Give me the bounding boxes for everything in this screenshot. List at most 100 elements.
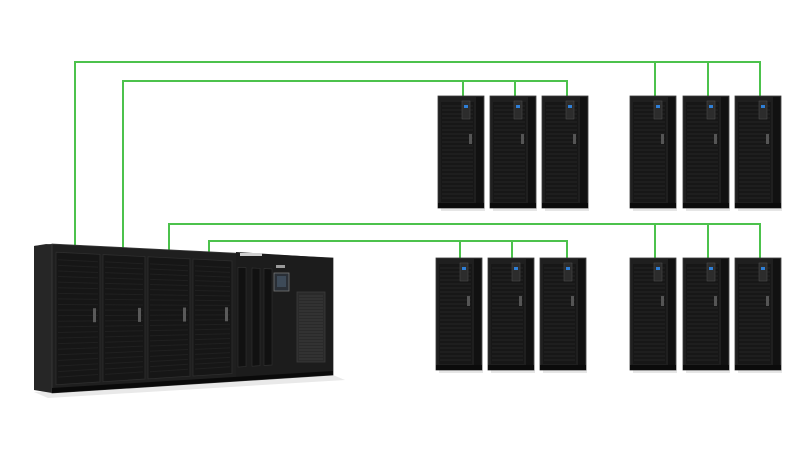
main-door-vent [104,366,144,370]
rack-side-panel [580,97,587,207]
rack-base [438,203,484,208]
rack-control-panel [563,262,573,282]
main-door-vent [194,328,231,331]
rack-shadow [545,208,589,211]
rack-status-led [761,267,765,270]
rack-control-panel [461,100,471,120]
main-door [102,254,146,383]
main-door-vent [57,325,99,328]
main-door-vent [149,329,189,332]
main-door-vent [104,330,144,333]
rack-base [735,365,781,370]
rack-cabinet [487,257,535,373]
main-door-vent [104,350,144,354]
rack-side-panel [721,97,728,207]
main-door-vent [194,275,231,278]
wire-upper-outer [74,61,761,248]
main-door-vent [104,288,144,291]
main-door-vent [149,349,189,352]
main-module-slot [237,266,247,368]
rack-shadow [491,370,535,373]
main-door-vent [104,282,144,285]
rack-control-panel [758,100,768,120]
main-display-screen [277,276,286,287]
rack-status-led [566,267,570,270]
rack-side-panel [668,97,675,207]
rack-door-handle [467,296,470,306]
main-door [192,258,233,377]
rack-cabinet [539,257,587,373]
main-door [55,251,101,386]
rack-shadow [738,208,782,211]
main-door-vent [57,287,99,290]
rack-cabinet [734,95,782,211]
rack-side-panel [773,97,780,207]
rack-status-led [709,105,713,108]
main-door-vent [149,283,189,287]
main-ups-cabinet [34,243,345,398]
rack-control-panel [758,262,768,282]
main-door-vent [57,276,99,279]
main-door-vent [104,272,144,275]
connection-wires [74,61,761,260]
rack-door-handle [661,296,664,306]
main-door-vent [149,263,189,267]
rack-base [488,365,534,370]
rack-control-panel [459,262,469,282]
rack-shadow [686,208,730,211]
main-top-light [240,253,262,256]
main-door-vent [57,368,99,373]
main-door-handle [93,308,96,323]
rack-shadow [686,370,730,373]
main-door-vent [104,335,144,338]
rack-door-handle [573,134,576,144]
main-base [52,371,333,393]
rack-cabinet [489,95,537,211]
main-door-vent [57,292,99,295]
rack-shadow [441,208,485,211]
main-door-vent [149,273,189,277]
rack-status-led [656,267,660,270]
rack-door-handle [521,134,524,144]
rack-side-panel [721,259,728,369]
rack-cabinet [629,257,677,373]
rack-base [540,365,586,370]
main-door-vent [194,333,231,336]
rack-side-panel [526,259,533,369]
rack-cabinet [435,257,483,373]
main-door-vent [104,277,144,280]
rack-cabinets [435,95,782,373]
main-door-handle [138,307,141,322]
main-door-vent [57,336,99,339]
main-door-vent [104,361,144,365]
main-door-vent [149,363,189,368]
rack-door-handle [469,134,472,144]
rack-status-led [761,105,765,108]
rack-status-led [656,105,660,108]
rack-status-led [464,105,468,108]
rack-door-handle [766,296,769,306]
main-door-vent [194,352,231,355]
rack-control-panel [653,262,663,282]
main-door-vent [149,368,189,373]
rack-door-handle [714,134,717,144]
main-door-vent [149,353,189,357]
rack-side-panel [668,259,675,369]
main-door-vent [104,340,144,343]
rack-side-panel [773,259,780,369]
main-door-vent [57,374,99,378]
main-door-vent [149,324,189,327]
main-door-vent [57,363,99,367]
main-door-vent [57,341,99,345]
main-door-vent [57,264,99,268]
main-door-vent [149,358,189,362]
wire-upper-inner [122,80,568,250]
main-module-slot [263,268,273,366]
main-door-vent [104,261,144,265]
main-door-vent [194,342,231,346]
main-door-vent [104,355,144,359]
main-door-vent [194,337,231,341]
main-door-vent [194,270,231,273]
rack-cabinet [682,257,730,373]
main-logo [276,265,285,268]
